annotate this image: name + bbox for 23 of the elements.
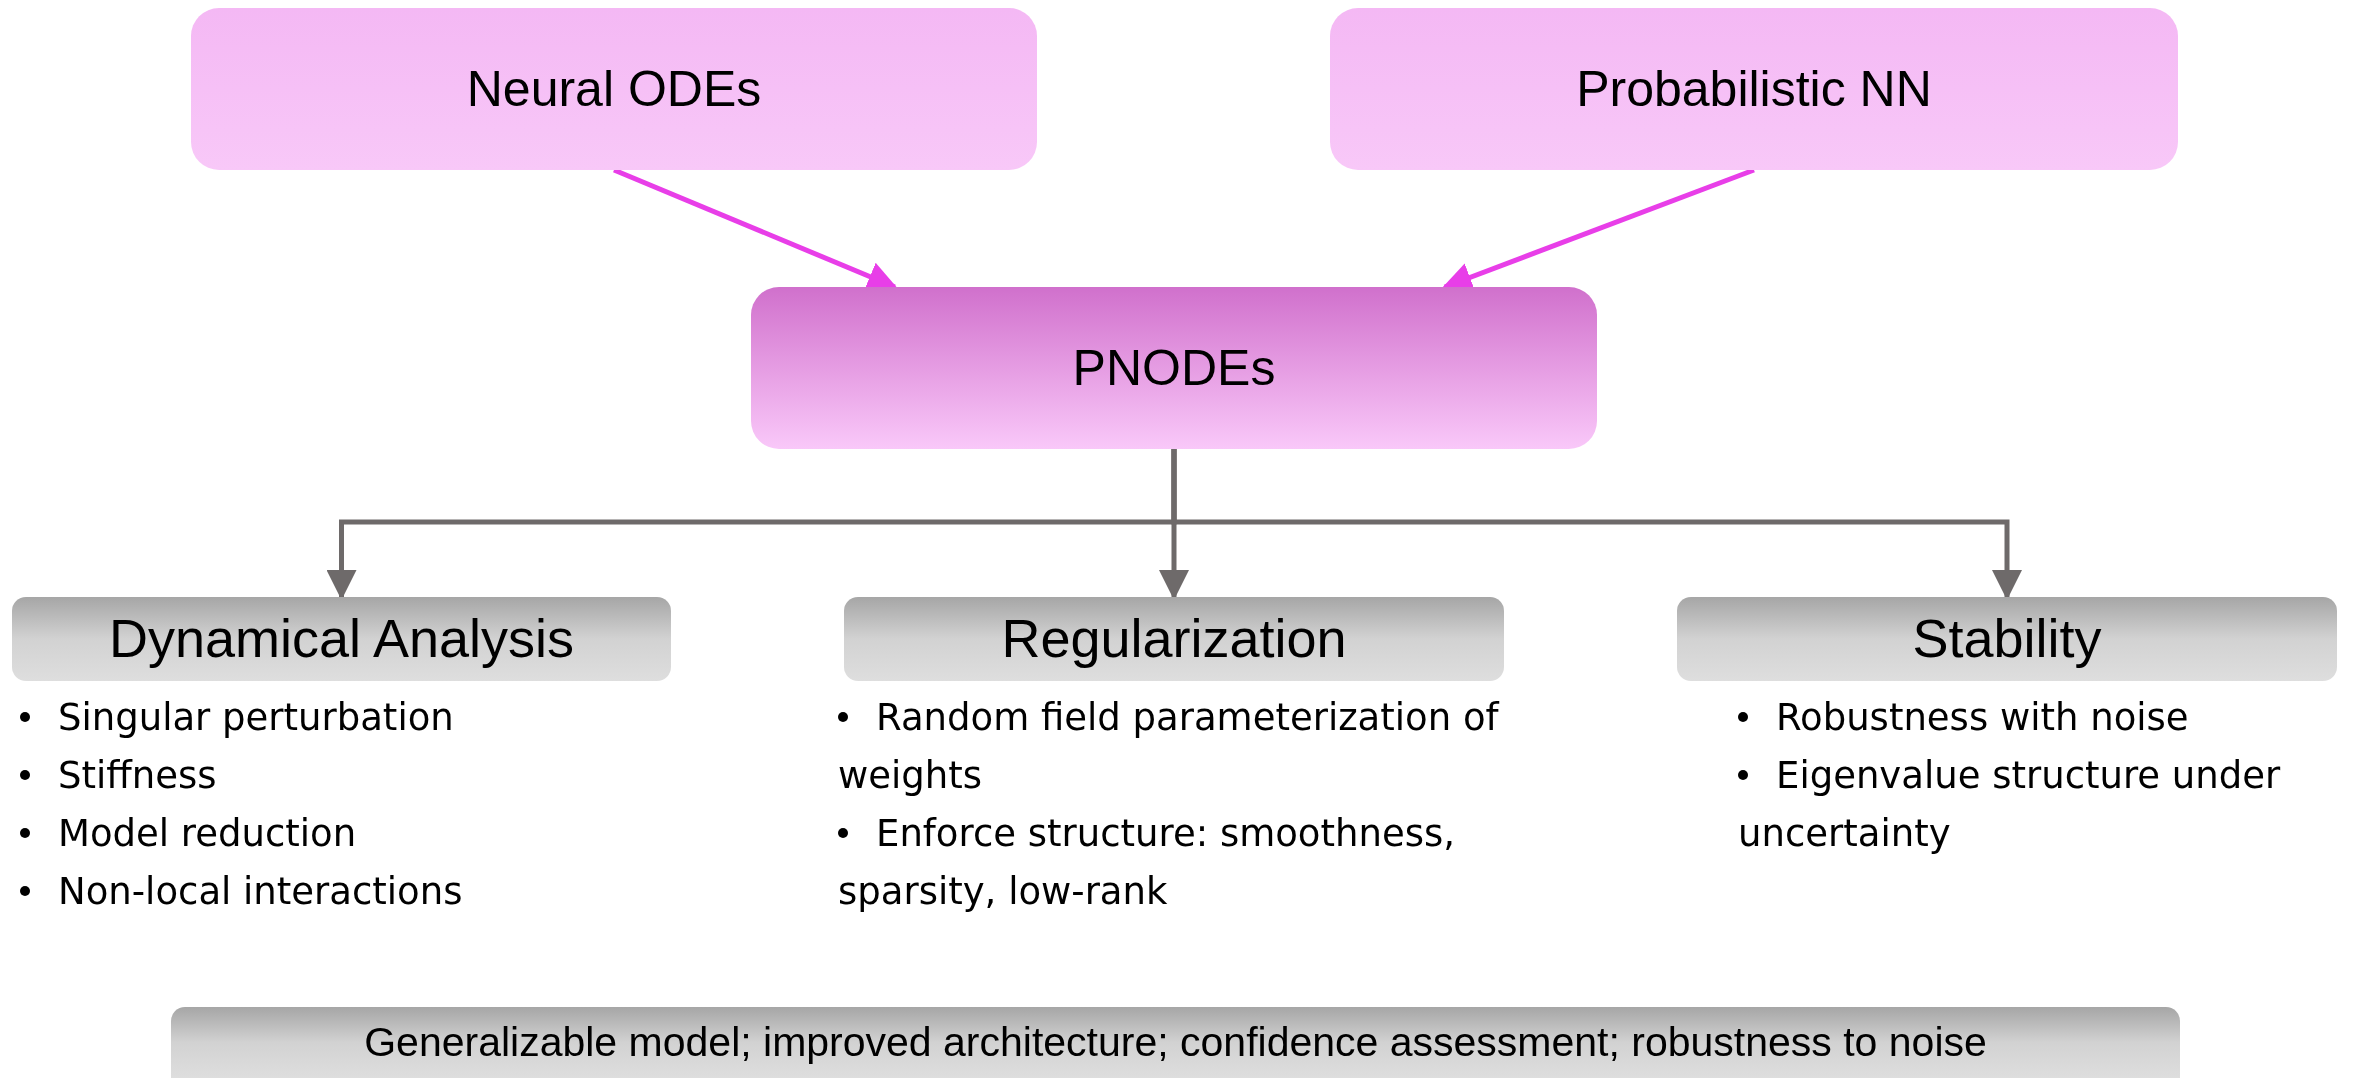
bullet-item: Robustness with noise bbox=[1738, 689, 2338, 747]
bullet-item: Non-local interactions bbox=[20, 863, 720, 921]
bullet-item: Stiffness bbox=[20, 747, 720, 805]
box-title: Stability bbox=[1912, 607, 2102, 671]
bullet-item: Eigenvalue structure under uncertainty bbox=[1738, 753, 2282, 857]
box-title: PNODEs bbox=[1072, 338, 1276, 398]
category-box bbox=[844, 597, 1504, 681]
box-title: Probabilistic NN bbox=[1576, 59, 1932, 119]
box-title: Regularization bbox=[1001, 607, 1347, 671]
bullet-item: Model reduction bbox=[20, 805, 720, 863]
bullet-item: Enforce structure: smoothness, sparsity, low-rank bbox=[838, 811, 1456, 915]
arrow bbox=[1171, 449, 2022, 600]
box-title: Neural ODEs bbox=[466, 59, 762, 119]
process-box bbox=[751, 287, 1597, 449]
category-box bbox=[12, 597, 671, 681]
process-box bbox=[191, 8, 1037, 170]
box-title: Dynamical Analysis bbox=[108, 607, 575, 671]
category-box bbox=[171, 1007, 2180, 1078]
category-box bbox=[1677, 597, 2337, 681]
process-box bbox=[1330, 8, 2178, 170]
bullet-item: Random field parameterization of weights bbox=[838, 695, 1501, 799]
bullet-item: Singular perturbation bbox=[20, 689, 720, 747]
box-title: Generalizable model; improved architecture; confidence assessment; robustness to noise bbox=[364, 1017, 1987, 1067]
